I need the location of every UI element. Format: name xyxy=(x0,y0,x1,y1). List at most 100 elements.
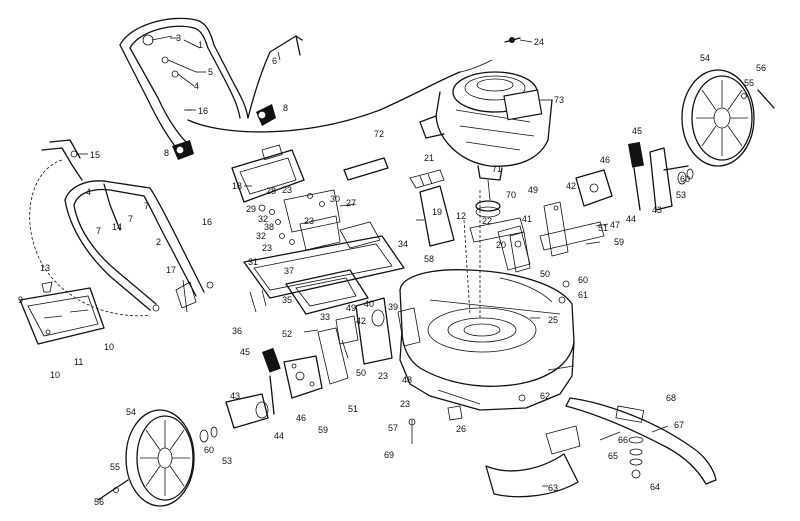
control-rod xyxy=(247,35,303,119)
callout-49: 49 xyxy=(528,185,538,195)
callout-41: 41 xyxy=(522,214,532,224)
callout-57: 57 xyxy=(388,423,398,433)
callout-56: 56 xyxy=(94,497,104,507)
deck-fasteners xyxy=(408,394,526,444)
callout-59: 59 xyxy=(318,425,328,435)
spark-plug xyxy=(504,37,521,43)
callout-52: 52 xyxy=(282,329,292,339)
callout-51: 51 xyxy=(598,223,608,233)
part-callouts: 1 3 5 4 6 16 8 8 24 73 15 18 72 21 71 54… xyxy=(18,33,766,507)
right-height-lever xyxy=(509,141,689,304)
callout-70: 70 xyxy=(506,190,516,200)
handle-knob-right xyxy=(256,104,276,126)
callout-1: 1 xyxy=(198,40,203,50)
callout-16: 16 xyxy=(202,217,212,227)
callout-54: 54 xyxy=(700,53,710,63)
callout-72: 72 xyxy=(374,129,384,139)
height-adjust-linkage xyxy=(258,189,357,251)
callout-38: 38 xyxy=(264,222,274,232)
callout-23: 23 xyxy=(378,371,388,381)
callout-39: 39 xyxy=(388,302,398,312)
callout-50: 50 xyxy=(356,368,366,378)
callout-64: 64 xyxy=(650,482,660,492)
lower-handle xyxy=(64,180,205,311)
callout-21: 21 xyxy=(424,153,434,163)
callout-46: 46 xyxy=(600,155,610,165)
callout-42: 42 xyxy=(566,181,576,191)
rear-trailing-shield xyxy=(19,287,105,345)
rear-right-wheel xyxy=(681,69,755,167)
control-box xyxy=(231,144,305,203)
callout-19: 19 xyxy=(432,207,442,217)
callout-40: 40 xyxy=(364,299,374,309)
fuel-tank-bracket xyxy=(409,169,445,189)
callout-7: 7 xyxy=(128,214,133,224)
callout-55: 55 xyxy=(744,78,754,88)
callout-9: 9 xyxy=(18,295,23,305)
callout-37: 37 xyxy=(284,266,294,276)
callout-73: 73 xyxy=(554,95,564,105)
callout-50: 50 xyxy=(540,269,550,279)
callout-42: 42 xyxy=(356,316,366,326)
callout-67: 67 xyxy=(674,420,684,430)
callout-28: 28 xyxy=(266,186,276,196)
deflector-plate xyxy=(485,425,581,498)
callout-20: 20 xyxy=(496,240,506,250)
callout-31: 31 xyxy=(248,257,258,267)
engine xyxy=(419,71,553,201)
callout-62: 62 xyxy=(540,391,550,401)
callout-45: 45 xyxy=(240,347,250,357)
callout-49: 49 xyxy=(346,303,356,313)
callout-23: 23 xyxy=(304,216,314,226)
callout-47: 47 xyxy=(610,220,620,230)
callout-44: 44 xyxy=(626,214,636,224)
callout-53: 53 xyxy=(222,456,232,466)
callout-61: 61 xyxy=(578,290,588,300)
callout-13: 13 xyxy=(40,263,50,273)
callout-66: 66 xyxy=(618,435,628,445)
callout-59: 59 xyxy=(614,237,624,247)
callout-55: 55 xyxy=(110,462,120,472)
front-left-wheel xyxy=(125,409,195,507)
callout-32: 32 xyxy=(258,214,268,224)
callout-10: 10 xyxy=(50,370,60,380)
callout-60: 60 xyxy=(680,174,690,184)
upper-handle xyxy=(119,17,249,151)
callout-17: 17 xyxy=(166,265,176,275)
callout-56: 56 xyxy=(756,63,766,73)
callout-26: 26 xyxy=(456,424,466,434)
handle-outline-dashed xyxy=(29,159,151,317)
leader-lines xyxy=(76,37,669,487)
callout-18: 18 xyxy=(232,181,242,191)
callout-14: 14 xyxy=(112,222,122,232)
callout-8: 8 xyxy=(164,148,169,158)
callout-30: 30 xyxy=(330,194,340,204)
callout-12: 12 xyxy=(456,211,466,221)
callout-22: 22 xyxy=(482,216,492,226)
callout-33: 33 xyxy=(320,312,330,322)
callout-35: 35 xyxy=(282,295,292,305)
callout-23: 23 xyxy=(282,185,292,195)
callout-23: 23 xyxy=(262,243,272,253)
callout-71: 71 xyxy=(492,164,502,174)
callout-68: 68 xyxy=(666,393,676,403)
mower-deck xyxy=(399,269,575,411)
callout-46: 46 xyxy=(296,413,306,423)
callout-51: 51 xyxy=(348,404,358,414)
callout-34: 34 xyxy=(398,239,408,249)
handle-hardware xyxy=(142,34,197,111)
callout-27: 27 xyxy=(346,198,356,208)
callout-16: 16 xyxy=(198,106,208,116)
callout-45: 45 xyxy=(632,126,642,136)
callout-63: 63 xyxy=(548,483,558,493)
callout-29: 29 xyxy=(246,204,256,214)
rear-frame xyxy=(243,221,405,315)
front-wheel-bracket xyxy=(335,297,421,365)
callout-7: 7 xyxy=(144,201,149,211)
blade-adapter-stack xyxy=(463,190,501,320)
callout-4: 4 xyxy=(194,81,199,91)
blade-bolt-stack xyxy=(628,436,644,479)
callout-3: 3 xyxy=(176,33,181,43)
throttle-cable xyxy=(187,71,461,133)
callout-8: 8 xyxy=(283,103,288,113)
